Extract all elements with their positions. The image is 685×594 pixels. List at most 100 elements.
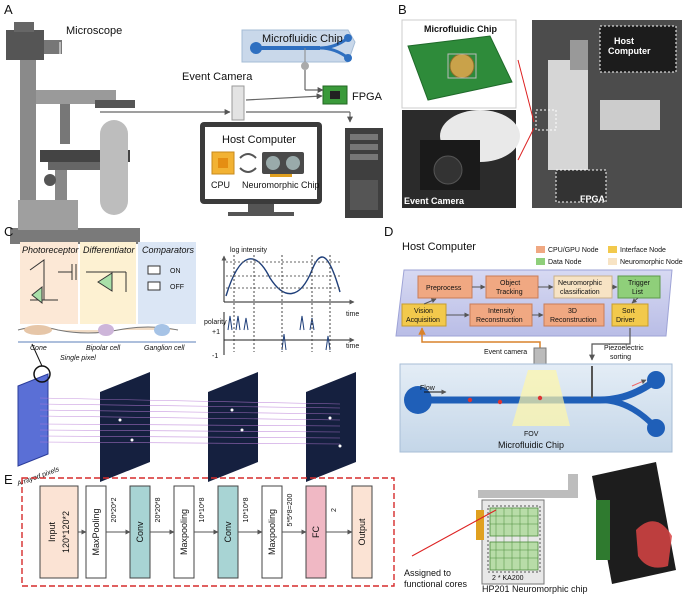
node-3d-reconstruction[interactable] [543,303,605,327]
layer-label-7: Output [357,518,367,546]
on-label: ON [170,268,181,275]
event-camera-label-b: Event Camera [404,196,465,206]
time-label-2: time [346,343,359,350]
node-sort-1: Sort [622,308,635,315]
host-label-b-1: Host [614,36,634,46]
panel-d: D Host Computer CPU/GPU Node Interface N… [384,224,683,453]
event-camera-label-d: Event camera [484,349,527,356]
panel-c: C Photoreceptor Differentiator Comparato… [4,224,359,488]
plus1-label: +1 [212,329,220,336]
node-intensity-2: Reconstruction [476,317,523,324]
layer-label-6: FC [311,526,321,538]
layer-label-0: Input [47,521,57,542]
ka200-label: 2 * KA200 [492,575,524,582]
node-vision-1: Vision [414,308,433,315]
layer-7[interactable] [351,485,373,579]
legend-swatch-cpu [536,246,545,253]
arrayed-pixels-label: Arrayed pixels [15,466,60,488]
layer-dim-6: 2 [331,508,338,512]
microscope-drawing [6,22,140,244]
layer-dim-4: 10*10*8 [243,497,250,522]
comparators-label: Comparators [142,245,195,255]
legend-data: Data Node [548,259,582,266]
fov-label: FOV [524,431,539,438]
fpga-label-b: FPGA [580,194,606,204]
panel-label-d: D [384,224,393,239]
layer-label-1: MaxPooling [91,508,101,555]
node-preprocess-label: Preprocess [426,285,462,292]
host-label-d: Host Computer [402,241,476,253]
node-tracking-1: Object [500,280,520,287]
panel-label-a: A [4,2,13,17]
photoreceptor-label: Photoreceptor [22,245,80,255]
layer-label-3: Maxpooling [179,509,189,555]
hp201-chip [476,462,676,585]
event-frames [17,343,356,482]
photoreceptor-box [20,242,78,324]
node-trigger-list[interactable] [617,275,661,299]
differentiator-label: Differentiator [83,245,136,255]
legend-swatch-neuro [608,258,617,265]
bipolar-label: Bipolar cell [86,345,121,352]
layer-dim-2: 20*20*8 [155,497,162,522]
log-intensity-label: log intensity [230,247,267,254]
node-neuro-2: classification [560,289,600,296]
host-label-a: Host Computer [222,134,296,146]
off-label: OFF [170,284,184,291]
legend-neuro: Neuromorphic Node [620,259,683,266]
event-camera-label-a: Event Camera [182,71,253,83]
layer-label-2: Conv [135,521,145,543]
hp201-label: HP201 Neuromorphic chip [482,584,588,594]
chip-label-a: Microfluidic Chip [262,33,343,45]
node-trigger-2: List [632,289,643,296]
layer-sub-0: 120*120*2 [61,511,71,553]
minus1-label: -1 [212,353,218,360]
panel-label-e: E [4,472,13,487]
node-tracking-2: Tracking [496,289,523,296]
piezo-label-2: sorting [610,354,631,361]
piezo-label-1: Piezoelectric [604,345,644,352]
event-camera-a [231,85,245,121]
layer-0[interactable] [39,485,79,579]
neuro-chip-label-a: Neuromorphic Chip [242,180,320,190]
ganglion-label: Ganglion cell [144,345,185,352]
legend-swatch-interface [608,246,617,253]
chip-label-b: Microfluidic Chip [424,24,498,34]
polarity-label: polarity [204,319,227,326]
microfluidic-chip-a [241,29,356,70]
layer-label-5: Maxpooling [267,509,277,555]
assigned-label-1: Assigned to [404,568,451,578]
layer-dim-5: 5*5*8=200 [287,493,294,526]
legend-swatch-data [536,258,545,265]
node-trigger-1: Trigger [628,280,651,287]
panel-a: A Microscope [4,2,383,244]
node-recon-2: Reconstruction [550,317,597,324]
node-intensity-1: Intensity [488,308,515,315]
node-vision-2: Acquisition [406,317,440,324]
layer-dim-1: 20*20*2 [111,497,118,522]
single-pixel-label: Single pixel [60,355,96,362]
panel-label-c: C [4,224,13,239]
microscope-label: Microscope [66,25,122,37]
waveform-plot [221,255,355,355]
layer-label-4: Conv [223,521,233,543]
host-label-b-2: Computer [608,46,651,56]
node-recon-1: 3D [568,308,577,315]
node-neuro-1: Neuromorphic [558,280,602,287]
node-sort-driver[interactable] [611,303,649,327]
flow-label: Flow [420,385,436,392]
chip-label-d: Microfluidic Chip [498,440,564,450]
legend-interface: Interface Node [620,247,666,254]
network-outline [21,477,395,587]
assigned-label-2: functional cores [404,579,468,589]
layer-dim-3: 10*10*8 [199,497,206,522]
host-computer-a [200,122,383,218]
time-label-1: time [346,311,359,318]
node-sort-2: Driver [616,317,635,324]
cone-label: Cone [30,345,47,352]
legend-cpu: CPU/GPU Node [548,247,599,254]
fpga-label-a: FPGA [352,91,383,103]
